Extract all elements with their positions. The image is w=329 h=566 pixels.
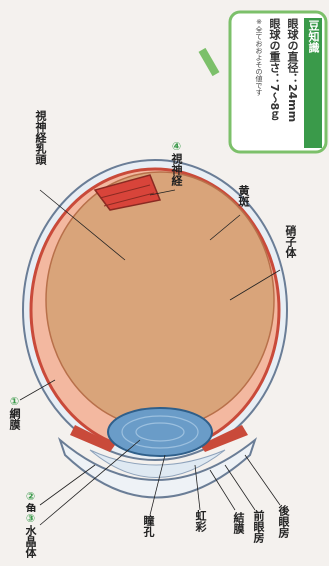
optic-nerve-number: ④: [170, 140, 183, 153]
trivia-line-2: 眼球の重さ：7～8ｇ: [266, 18, 282, 148]
iris-text: 虹彩: [194, 510, 207, 532]
lens: [108, 408, 212, 456]
vitreous-body: [46, 172, 274, 428]
anterior-chamber-text: 前眼房: [252, 510, 265, 543]
lens-text: 水晶体: [24, 525, 37, 558]
optic-nerve-text: 視神経: [170, 153, 183, 186]
trivia-line-1: 眼球の直径：24mm: [284, 18, 300, 148]
cornea-number: ②: [24, 490, 37, 503]
macula-text: 黄斑: [237, 185, 250, 207]
pupil-text: 瞳孔: [142, 515, 155, 537]
retina-number: ①: [8, 395, 21, 408]
trivia-content: 豆知識 眼球の直径：24mm 眼球の重さ：7～8ｇ ※全ておおよその値です: [236, 18, 322, 148]
label-macula: 黄斑: [235, 185, 251, 207]
label-iris: 虹彩: [192, 510, 208, 532]
retina-text: 網膜: [8, 408, 21, 430]
posterior-chamber-leader: [245, 455, 280, 505]
conjunctiva-text: 結膜: [232, 512, 245, 534]
label-retina: ①網膜: [6, 395, 22, 430]
optic-disc-text: 視神経乳頭: [34, 110, 47, 165]
label-optic-disc: 視神経乳頭: [32, 110, 48, 165]
posterior-chamber-text: 後眼房: [277, 505, 290, 538]
lens-number: ③: [24, 512, 37, 525]
label-vitreous: 硝子体: [282, 225, 298, 258]
label-optic-nerve: ④視神経: [168, 140, 184, 186]
trivia-title: 豆知識: [304, 18, 322, 148]
label-anterior-chamber: 前眼房: [250, 510, 266, 543]
vitreous-text: 硝子体: [284, 225, 297, 258]
anterior-chamber-leader: [225, 465, 255, 510]
trivia-note: ※全ておおよその値です: [254, 18, 264, 148]
label-pupil: 瞳孔: [140, 515, 156, 537]
label-lens: ③水晶体: [22, 512, 38, 558]
label-posterior-chamber: 後眼房: [275, 505, 291, 538]
label-conjunctiva: 結膜: [230, 512, 246, 534]
pencil-icon: [199, 48, 220, 76]
